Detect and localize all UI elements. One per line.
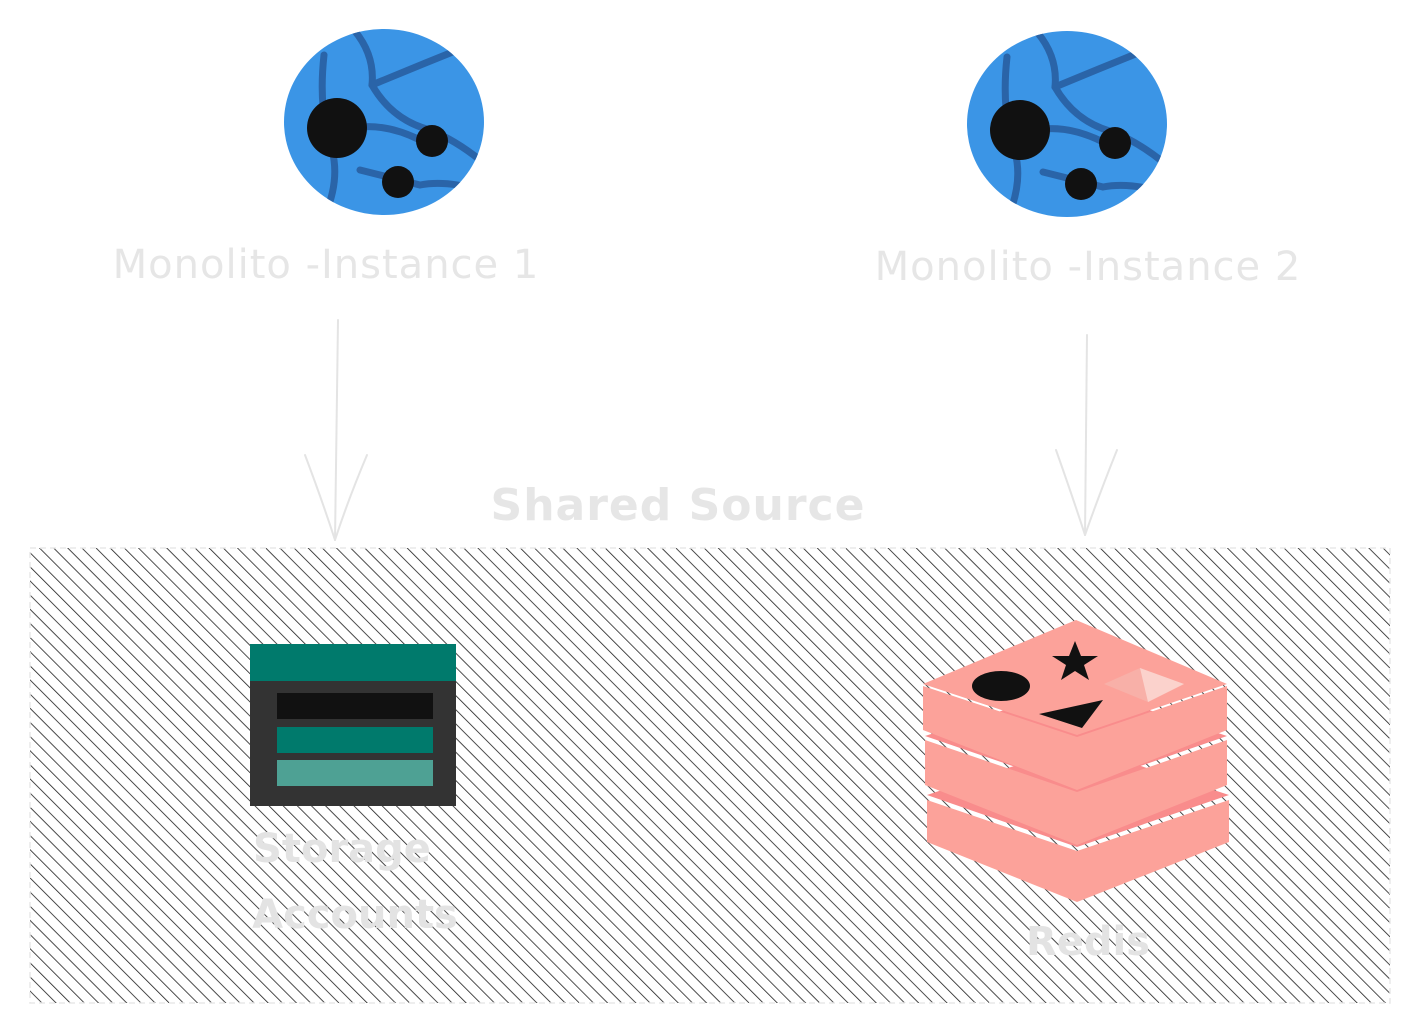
arrow-instance-1-to-shared-source[interactable]	[304, 319, 368, 541]
instance-2-label: Monolito -Instance 2	[875, 244, 1302, 290]
shared-source-title: Shared Source	[491, 480, 866, 531]
redis-icon[interactable]	[923, 620, 1229, 902]
redis-label: Redis	[1026, 919, 1150, 965]
globe-icon[interactable]	[284, 29, 484, 215]
arrow-instance-2-to-shared-source[interactable]	[1055, 334, 1118, 536]
instance-1-label: Monolito -Instance 1	[113, 242, 540, 288]
storage-label-line1: Storage	[253, 826, 431, 872]
storage-label-line2: Accounts	[252, 892, 458, 938]
storage-account-icon[interactable]	[250, 644, 456, 806]
globe-icon[interactable]	[967, 31, 1167, 217]
